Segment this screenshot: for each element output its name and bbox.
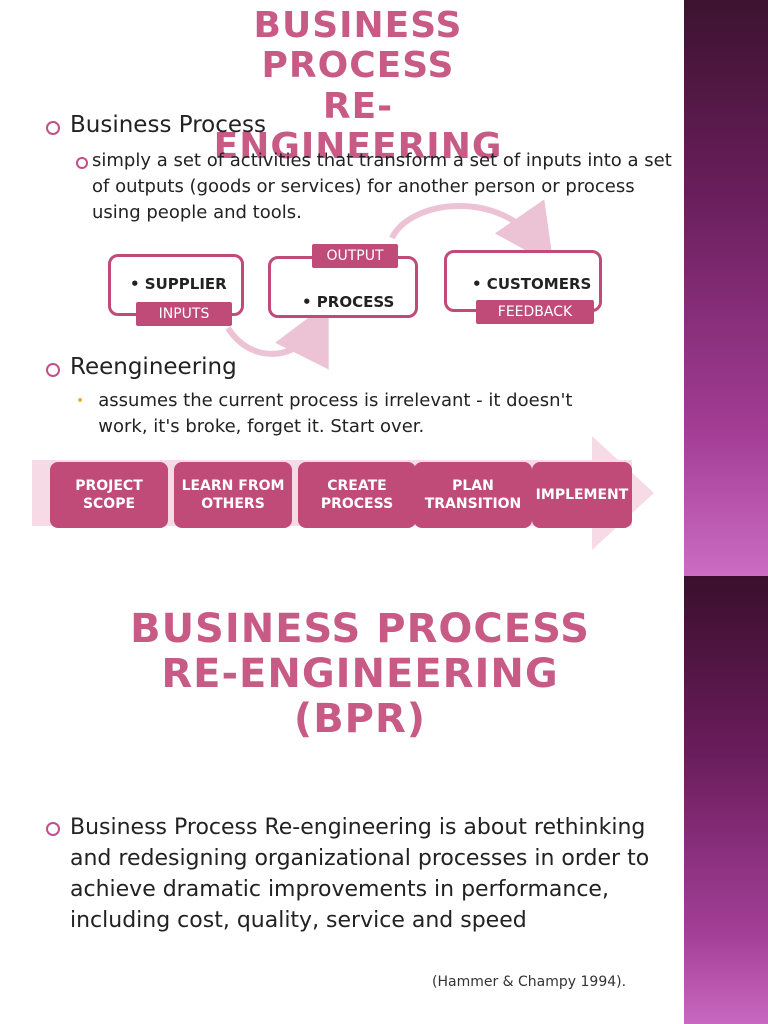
step-plan-transition: PLAN TRANSITION — [414, 462, 532, 528]
ring-bullet-icon — [46, 822, 60, 836]
title-line-2: RE-ENGINEERING (BPR) — [161, 650, 559, 742]
re-point-text: assumes the current process is irrelevan… — [98, 390, 573, 437]
step-learn-from-others: LEARN FROM OTHERS — [174, 462, 292, 528]
business-process-heading: Business Process — [70, 112, 266, 138]
curved-arrow-icon — [389, 199, 554, 266]
step-project-scope: PROJECT SCOPE — [50, 462, 168, 528]
citation: (Hammer & Champy 1994). — [432, 974, 627, 990]
reengineering-heading: Reengineering — [70, 354, 237, 380]
step-implement: IMPLEMENT — [532, 462, 632, 528]
bullet-reengineering: Reengineering — [46, 354, 237, 380]
slide-2 — [0, 576, 768, 1024]
title-line-1: BUSINESS PROCESS — [130, 606, 590, 652]
process-label: • PROCESS — [302, 293, 395, 311]
bp-definition-text: simply a set of activities that transfor… — [92, 150, 672, 223]
output-tag: OUTPUT — [312, 244, 398, 268]
slide-1: BUSINESS PROCESS RE-ENGINEERING Business… — [32, 0, 768, 576]
ring-bullet-icon — [76, 157, 88, 169]
slide-2-title: BUSINESS PROCESS RE-ENGINEERING (BPR) — [125, 607, 595, 741]
dot-bullet-icon: • — [76, 393, 85, 409]
bullet-business-process: Business Process — [46, 112, 266, 138]
title-line-1: BUSINESS PROCESS — [253, 5, 463, 87]
slide-edge-decoration — [684, 0, 768, 576]
bullet-re-point: • assumes the current process is irrelev… — [76, 388, 616, 440]
bullet-bp-definition: simply a set of activities that transfor… — [76, 148, 676, 226]
curved-arrow-icon — [225, 302, 329, 370]
customers-label: • CUSTOMERS — [472, 275, 592, 293]
ring-bullet-icon — [46, 363, 60, 377]
bullet-bpr-definition: Business Process Re-engineering is about… — [46, 812, 668, 936]
ring-bullet-icon — [46, 121, 60, 135]
slide-edge-decoration — [684, 576, 768, 1024]
supplier-label: • SUPPLIER — [130, 275, 227, 293]
step-create-process: CREATE PROCESS — [298, 462, 416, 528]
feedback-tag: FEEDBACK — [476, 300, 594, 324]
process-flow-arrows — [225, 199, 554, 370]
title-line-2: RE-ENGINEERING — [213, 85, 503, 167]
inputs-tag: INPUTS — [136, 302, 232, 326]
bpr-definition-text: Business Process Re-engineering is about… — [70, 815, 650, 933]
slide-1-title: BUSINESS PROCESS RE-ENGINEERING — [190, 5, 526, 167]
